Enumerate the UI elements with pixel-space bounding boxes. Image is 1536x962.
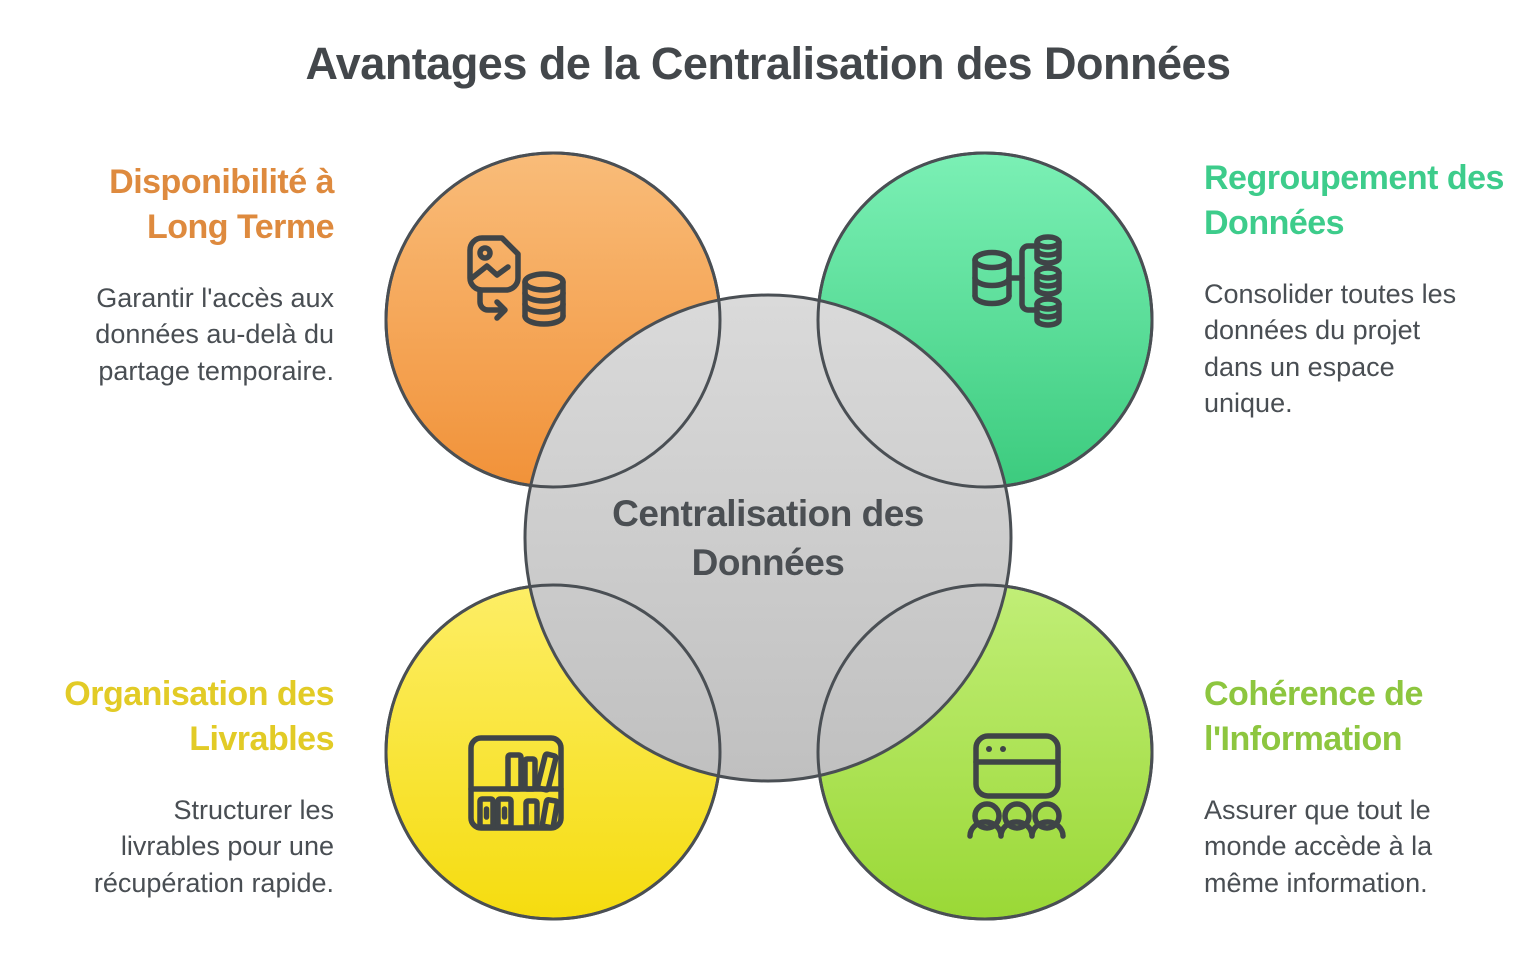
section-heading: Cohérence de l'Information xyxy=(1204,675,1423,758)
browser-users-icon xyxy=(967,733,1066,839)
section-heading: Organisation des Livrables xyxy=(64,675,334,758)
circle-outlines-overlay xyxy=(384,151,1154,921)
center-circle-label-wrap: Centralisation des Données xyxy=(528,295,1008,781)
section-body: Structurer les livrables pour une récupé… xyxy=(93,794,334,898)
database-tree-icon xyxy=(972,234,1062,328)
section-coherence: Cohérence de l'Information Assurer que t… xyxy=(1204,672,1504,901)
section-organisation: Organisation des Livrables Structurer le… xyxy=(34,672,334,901)
section-body: Assurer que tout le monde accède à la mê… xyxy=(1204,794,1433,898)
circle-centralisation xyxy=(523,293,1013,783)
media-to-database-icon xyxy=(467,235,566,327)
section-body: Consolider toutes les données du projet … xyxy=(1204,278,1457,419)
center-circle-label: Centralisation des Données xyxy=(612,492,924,583)
page-title: Avantages de la Centralisation des Donné… xyxy=(305,38,1231,89)
section-disponibilite: Disponibilité à Long Terme Garantir l'ac… xyxy=(34,160,334,389)
bookshelf-icon xyxy=(468,735,564,831)
section-heading: Regroupement des Données xyxy=(1204,159,1504,242)
section-body: Garantir l'accès aux données au-delà du … xyxy=(95,282,334,386)
section-heading: Disponibilité à Long Terme xyxy=(109,163,334,246)
section-regroupement: Regroupement des Données Consolider tout… xyxy=(1204,156,1504,422)
